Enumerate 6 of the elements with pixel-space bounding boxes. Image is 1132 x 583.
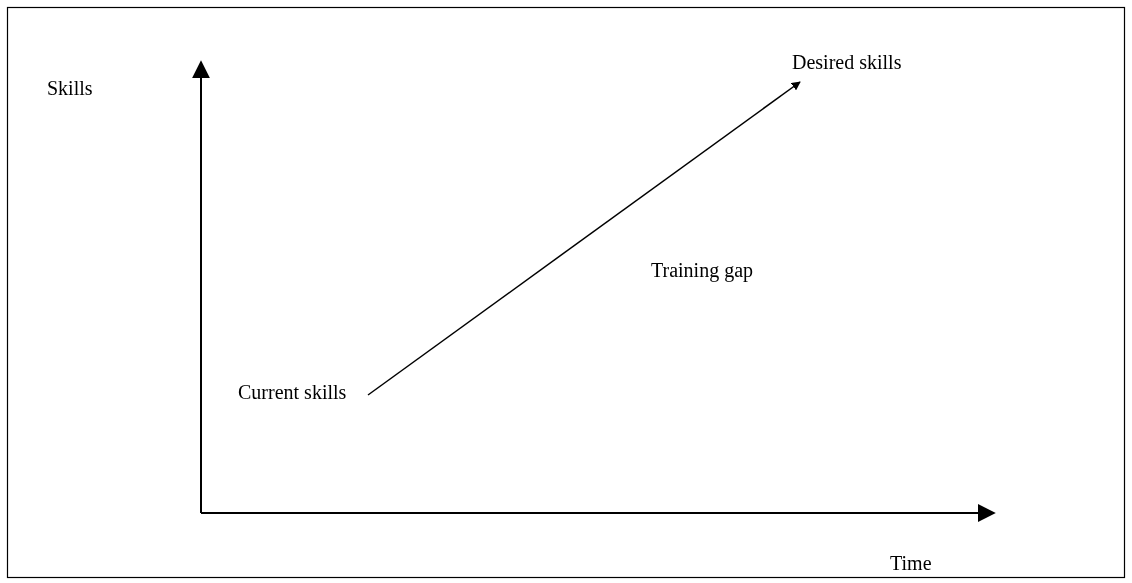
arrow xyxy=(367,81,801,396)
area-label: Training gap xyxy=(651,258,754,284)
text-label: Current skills xyxy=(238,368,368,416)
axis-label: Time xyxy=(890,551,932,576)
axis-label: Skills xyxy=(47,76,93,101)
text-label: Desired skills xyxy=(792,42,972,82)
